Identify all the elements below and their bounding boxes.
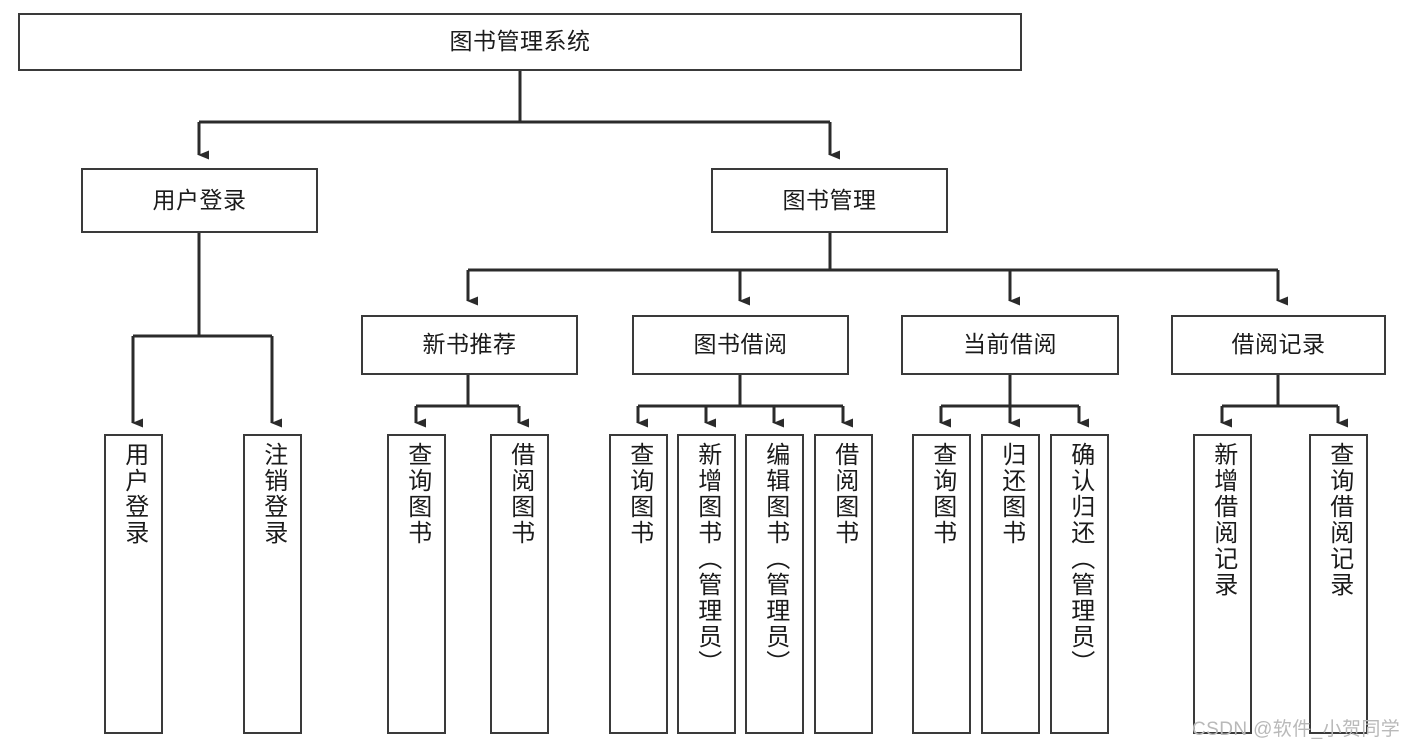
node-leaf-user-login[interactable]: 用户登录 (104, 434, 163, 734)
node-current-borrow[interactable]: 当前借阅 (901, 315, 1119, 375)
node-leaf-logout-login[interactable]: 注销登录 (243, 434, 302, 734)
node-new-book-recommend[interactable]: 新书推荐 (361, 315, 578, 375)
node-root-book-management-system[interactable]: 图书管理系统 (18, 13, 1022, 71)
node-label: 用户登录 (120, 442, 148, 546)
node-label: 新增借阅记录 (1209, 442, 1237, 598)
node-label: 注销登录 (259, 442, 287, 546)
node-label: 图书管理 (782, 186, 877, 213)
node-label: 查询借阅记录 (1325, 442, 1353, 598)
node-label: 图书管理系统 (449, 28, 591, 55)
node-leaf-borrow-book-borrow[interactable]: 借阅图书 (814, 434, 873, 734)
node-leaf-query-book-current[interactable]: 查询图书 (912, 434, 971, 734)
node-leaf-query-book-new-recommend[interactable]: 查询图书 (387, 434, 446, 734)
node-leaf-add-book-admin[interactable]: 新增图书（管理员） (677, 434, 736, 734)
node-leaf-edit-book-admin[interactable]: 编辑图书（管理员） (745, 434, 804, 734)
node-book-management[interactable]: 图书管理 (711, 168, 948, 233)
node-borrow-record[interactable]: 借阅记录 (1171, 315, 1386, 375)
node-label: 当前借阅 (963, 331, 1057, 358)
node-label: 归还图书 (997, 442, 1025, 546)
node-label: 查询图书 (403, 442, 431, 546)
node-leaf-confirm-return-admin[interactable]: 确认归还（管理员） (1050, 434, 1109, 734)
node-label: 新增图书（管理员） (693, 442, 721, 676)
node-label: 借阅图书 (830, 442, 858, 546)
node-leaf-return-book[interactable]: 归还图书 (981, 434, 1040, 734)
node-label: 新书推荐 (422, 331, 517, 358)
node-label: 查询图书 (928, 442, 956, 546)
node-label: 借阅记录 (1231, 331, 1326, 358)
node-book-borrow[interactable]: 图书借阅 (632, 315, 849, 375)
node-leaf-query-borrow-record[interactable]: 查询借阅记录 (1309, 434, 1368, 734)
node-leaf-query-book-borrow[interactable]: 查询图书 (609, 434, 668, 734)
node-leaf-borrow-book-new-recommend[interactable]: 借阅图书 (490, 434, 549, 734)
node-user-login[interactable]: 用户登录 (81, 168, 318, 233)
node-label: 用户登录 (152, 186, 247, 213)
node-leaf-add-borrow-record[interactable]: 新增借阅记录 (1193, 434, 1252, 734)
node-label: 图书借阅 (693, 331, 788, 358)
node-label: 编辑图书（管理员） (761, 442, 789, 676)
node-label: 借阅图书 (506, 442, 534, 546)
node-label: 查询图书 (625, 442, 653, 546)
node-label: 确认归还（管理员） (1066, 442, 1094, 676)
